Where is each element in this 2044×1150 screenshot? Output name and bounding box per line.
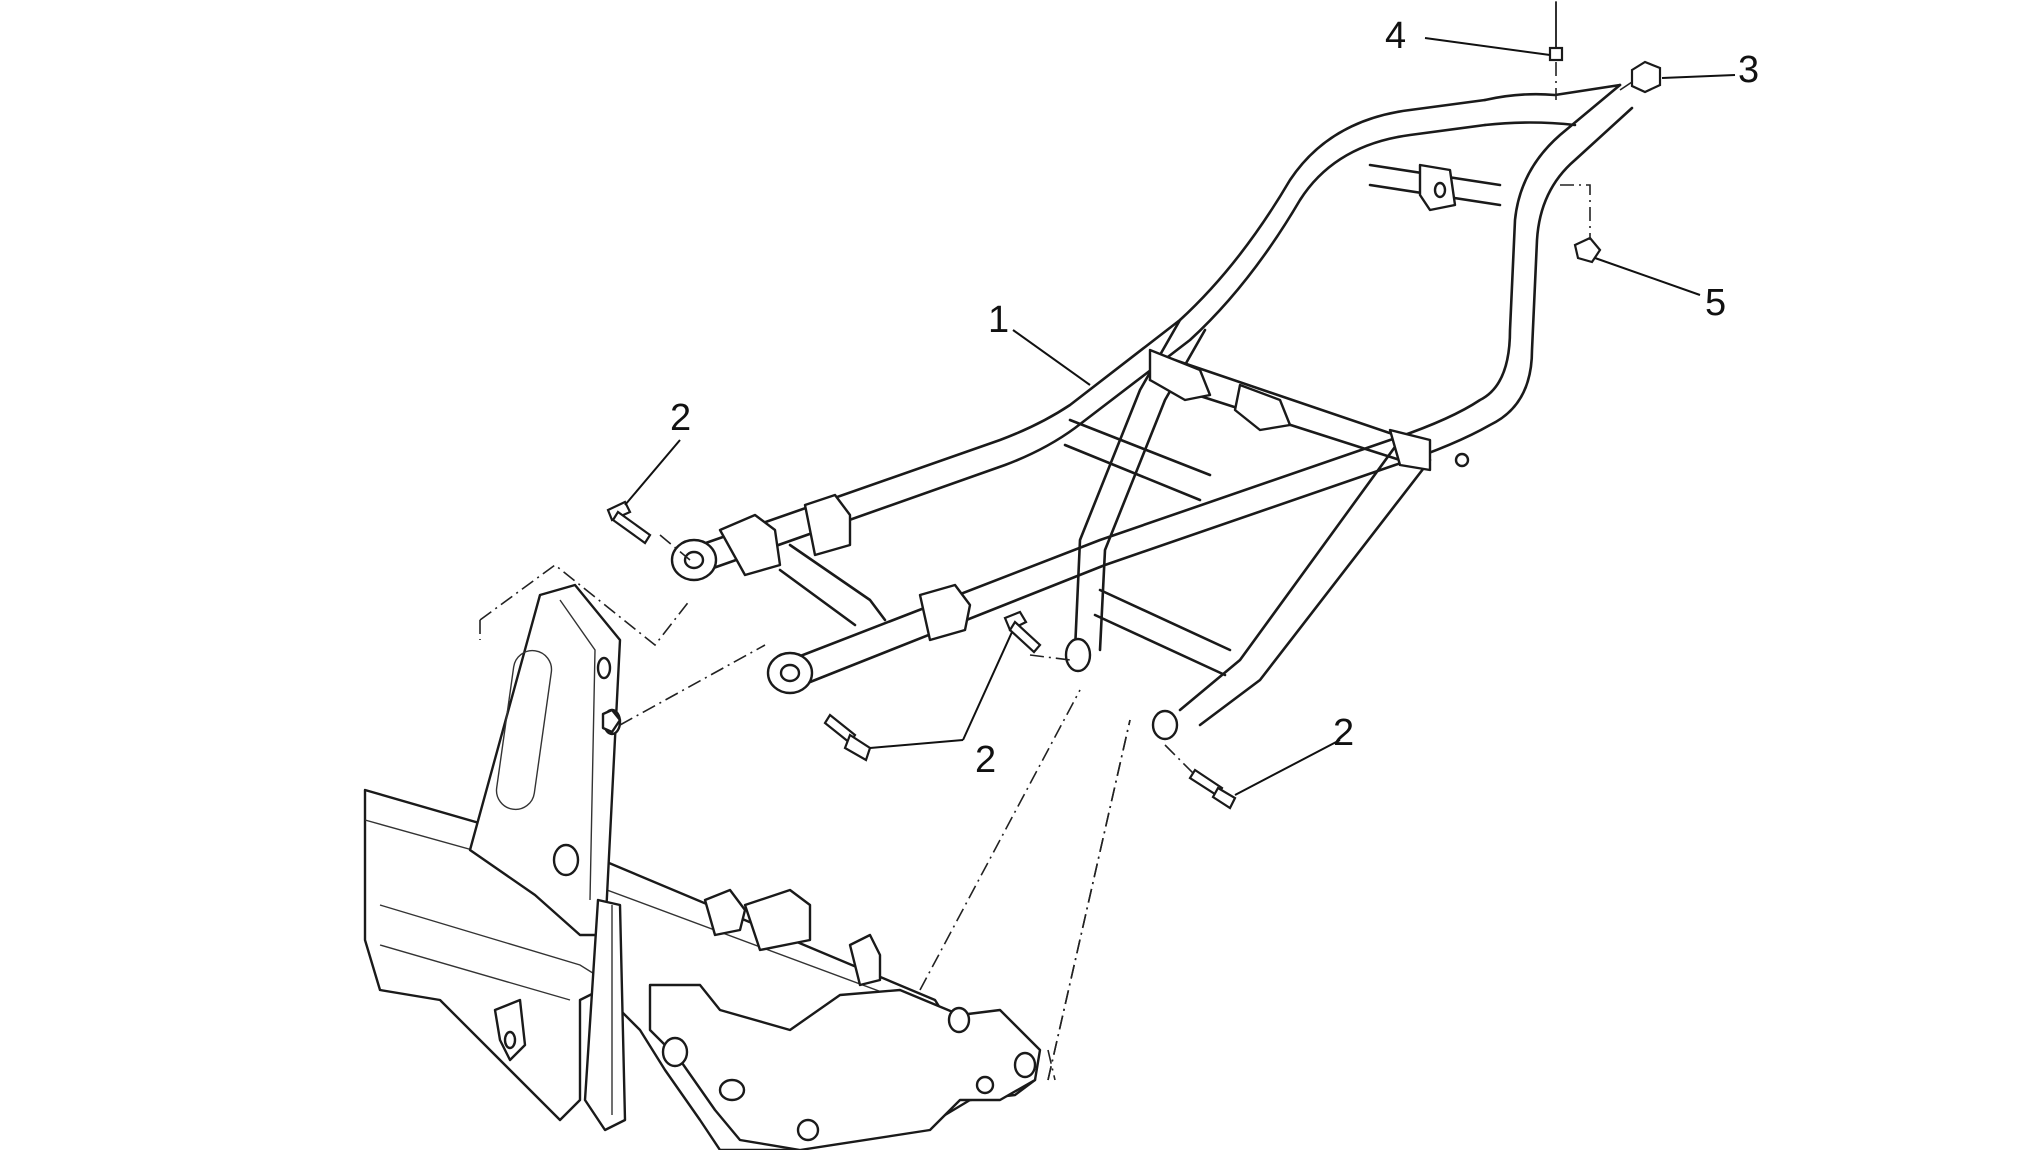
clip-5 [1573, 236, 1602, 264]
bolt-front-upper [606, 500, 652, 545]
callout-2-upper-left: 2 [670, 397, 691, 439]
leader-lines [624, 37, 1736, 796]
callout-3: 3 [1738, 49, 1759, 91]
fastener-4 [1548, 1, 1564, 62]
callout-1: 1 [988, 299, 1009, 341]
assembly-lines [479, 62, 1636, 1081]
callout-2-right: 2 [1333, 712, 1354, 754]
main-frame-section [363, 583, 1042, 1150]
bolt-right-lower [1188, 768, 1237, 810]
nut-3 [1630, 60, 1662, 94]
callout-5: 5 [1705, 282, 1726, 324]
callout-4: 4 [1385, 15, 1406, 57]
callout-2-middle: 2 [975, 739, 996, 781]
bolt-mid-strut [1003, 610, 1042, 654]
bolt-front-lower [823, 713, 872, 762]
rear-subframe [670, 83, 1634, 741]
